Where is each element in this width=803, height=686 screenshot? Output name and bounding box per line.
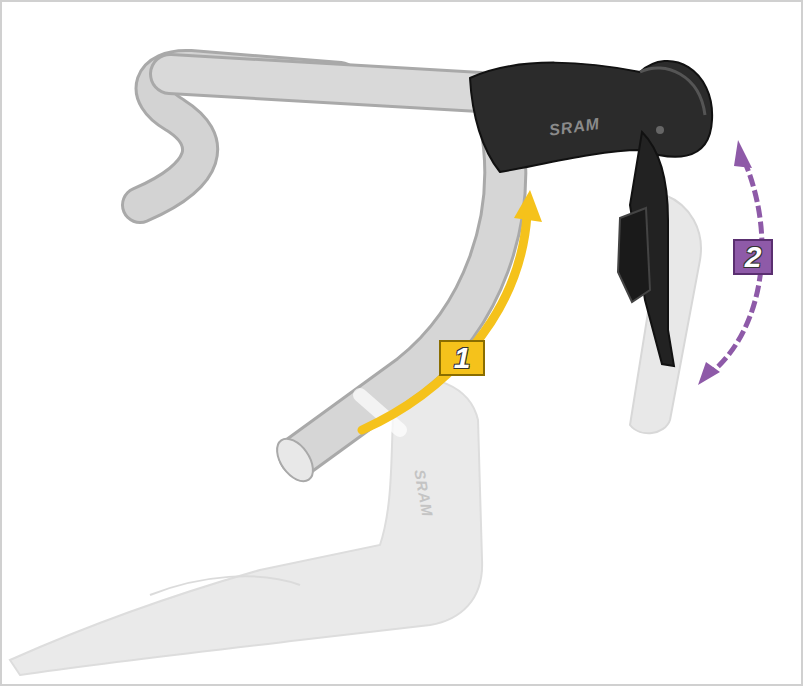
arrowhead — [514, 190, 542, 222]
handlebar — [140, 68, 505, 455]
pivot — [656, 126, 664, 134]
shifter-hood — [470, 61, 712, 172]
hood-highlight — [640, 68, 705, 115]
arrowhead — [734, 140, 752, 168]
shift-paddle — [618, 208, 650, 302]
ghost-lever-lower — [10, 378, 482, 675]
arrowhead — [698, 362, 720, 385]
callout-number: 2 — [733, 239, 773, 275]
motion-arrow — [362, 215, 527, 430]
bar-end — [270, 432, 320, 487]
callout-number: 1 — [439, 340, 485, 376]
